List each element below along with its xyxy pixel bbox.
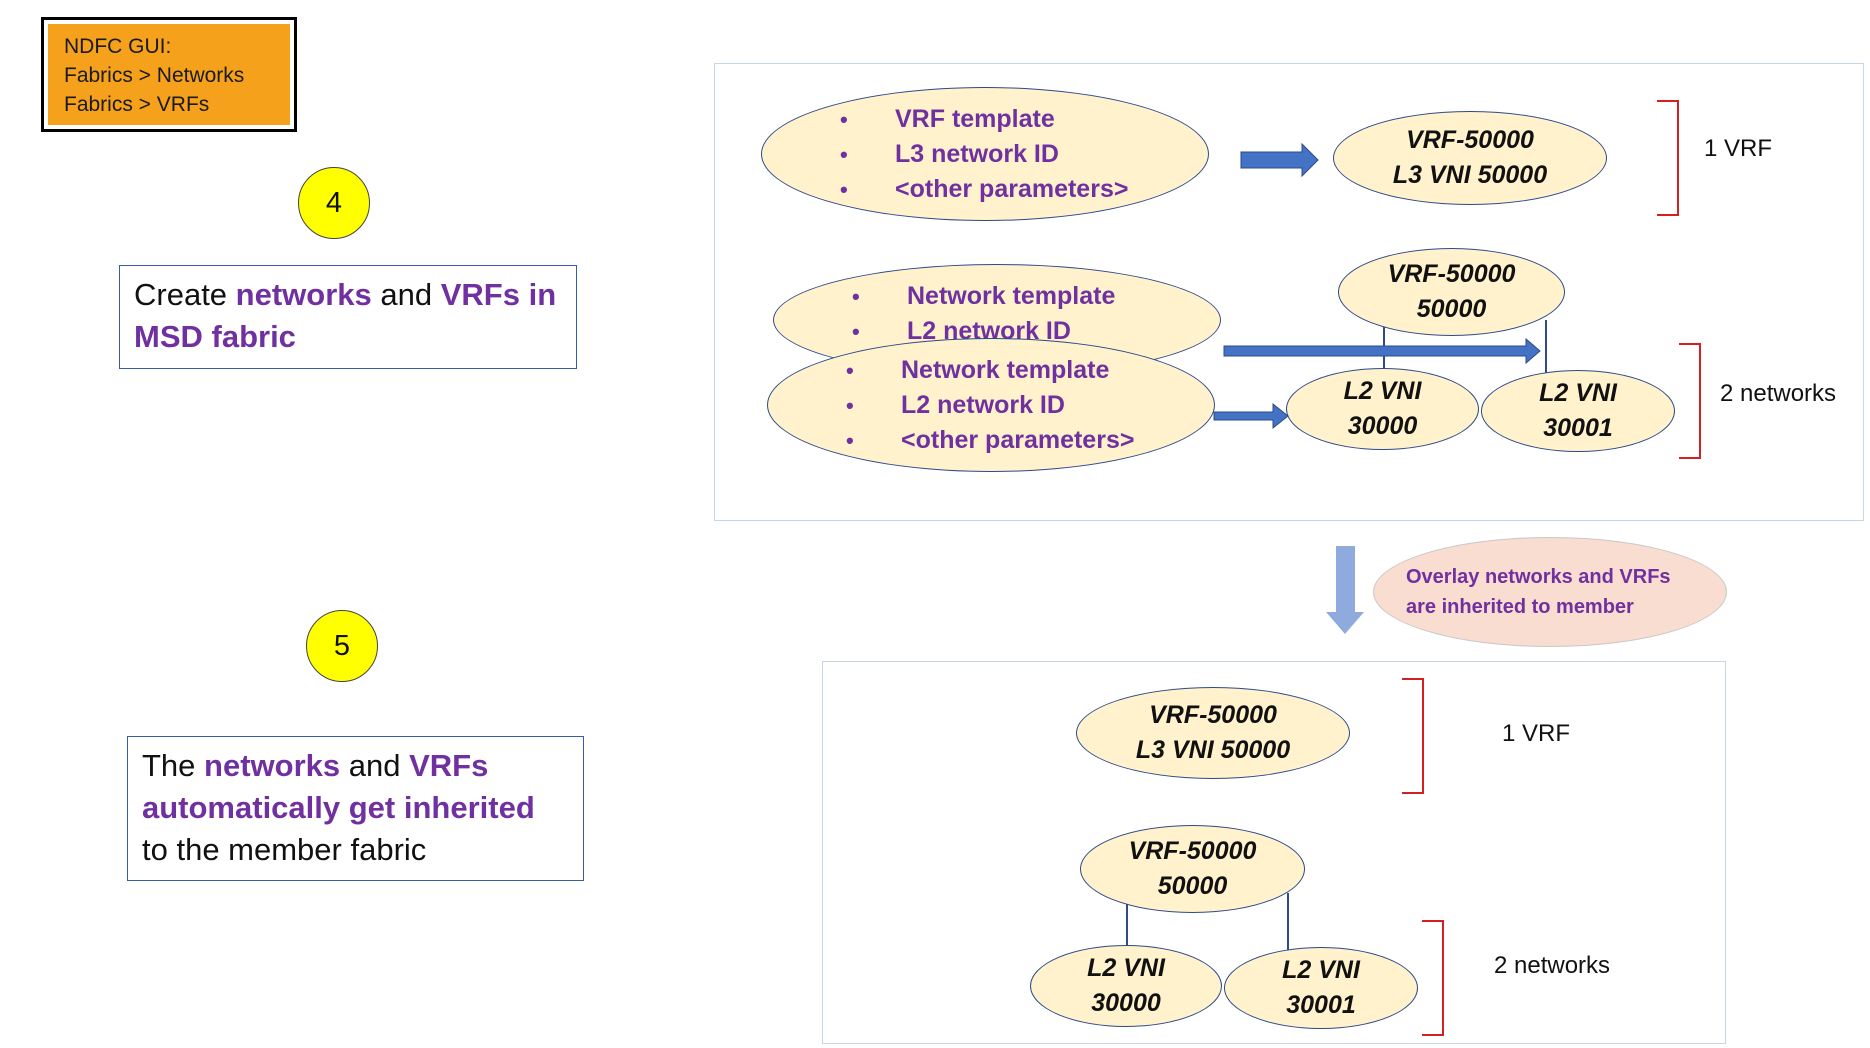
network-template-item: Network template <box>846 353 1134 388</box>
vrf-template-item: L3 network ID <box>840 137 1128 172</box>
vrf-template-item: <other parameters> <box>840 172 1128 207</box>
member-networks-bracket <box>1422 920 1444 1036</box>
step-4-text: and <box>371 277 441 312</box>
l2-vni-value: 30001 <box>1543 414 1613 442</box>
vrf-name: VRF-50000 <box>1387 260 1516 288</box>
vrf-count-label: 1 VRF <box>1704 135 1773 162</box>
member-l2-vni-30000-ellipse: L2 VNI 30000 <box>1030 945 1222 1027</box>
member-tree-connector-line <box>1126 900 1128 950</box>
vrf-name: VRF-50000 <box>1149 701 1277 729</box>
gui-path-line: Fabrics > VRFs <box>64 93 210 116</box>
network-template-item: L2 network ID <box>846 388 1134 423</box>
network-template-front-list: Network template L2 network ID <other pa… <box>846 353 1134 458</box>
step-5-highlight-networks: networks <box>204 748 341 783</box>
network-arrow-upper <box>1223 337 1541 365</box>
vrf-vni: 50000 <box>1157 872 1228 900</box>
gui-path-content: NDFC GUI: Fabrics > Networks Fabrics > V… <box>48 24 290 125</box>
gui-path-line: NDFC GUI: <box>64 35 172 58</box>
network-count-label: 2 networks <box>1720 380 1837 407</box>
inherit-down-arrow <box>1326 546 1364 634</box>
vrf-name: VRF-50000 <box>1128 837 1257 865</box>
l2-vni-label: L2 VNI <box>1282 956 1360 984</box>
vrf-template-ellipse: VRF template L3 network ID <other parame… <box>761 87 1209 221</box>
l2-vni-value: 30001 <box>1286 991 1356 1019</box>
l3-vni: L3 VNI 50000 <box>1392 161 1548 189</box>
l3-vni: L3 VNI 50000 <box>1135 736 1291 764</box>
network-template-item: <other parameters> <box>846 423 1134 458</box>
l2-vni-value: 30000 <box>1091 989 1161 1017</box>
vrf-template-list: VRF template L3 network ID <other parame… <box>840 102 1128 207</box>
network-arrow-lower <box>1213 402 1289 430</box>
vrf-vni: 50000 <box>1416 295 1487 323</box>
l2-vni-value: 30000 <box>1347 412 1418 440</box>
step-5-badge: 5 <box>306 610 378 682</box>
msd-vrf-parent-ellipse: VRF-50000 50000 <box>1338 248 1565 336</box>
step-4-description: Create networks and VRFs in MSD fabric <box>119 265 577 369</box>
member-vrf-l3vni-ellipse: VRF-50000 L3 VNI 50000 <box>1076 687 1350 779</box>
member-network-count-label: 2 networks <box>1494 952 1611 979</box>
step-4-highlight-vrfs: VRFs in MSD fabric <box>134 277 557 354</box>
step-5-text: to the member fabric <box>142 832 427 867</box>
tree-connector-line <box>1545 320 1547 373</box>
msd-l2-vni-30000-ellipse: L2 VNI 30000 <box>1286 368 1479 450</box>
vrf-bracket <box>1657 100 1679 216</box>
vrf-arrow <box>1240 142 1319 178</box>
vrf-name: VRF-50000 <box>1406 126 1534 154</box>
member-vrf-bracket <box>1402 678 1424 794</box>
member-l2-vni-30001-ellipse: L2 VNI 30001 <box>1224 947 1418 1029</box>
inheritance-note-line: Overlay networks and VRFs <box>1406 566 1671 588</box>
member-vrf-count-label: 1 VRF <box>1502 720 1571 747</box>
vrf-template-item: VRF template <box>840 102 1128 137</box>
step-5-text: The <box>142 748 205 783</box>
l2-vni-label: L2 VNI <box>1539 379 1617 407</box>
inheritance-note: Overlay networks and VRFs are inherited … <box>1373 537 1727 647</box>
member-tree-connector-line <box>1287 893 1289 950</box>
step-4-highlight-networks: networks <box>235 277 372 312</box>
step-4-text: Create <box>134 277 236 312</box>
msd-l2-vni-30001-ellipse: L2 VNI 30001 <box>1481 370 1675 452</box>
network-template-item: Network template <box>852 279 1115 314</box>
gui-path-line: Fabrics > Networks <box>64 64 245 87</box>
step-5-description: The networks and VRFs automatically get … <box>127 736 584 881</box>
member-vrf-parent-ellipse: VRF-50000 50000 <box>1080 825 1305 913</box>
networks-bracket <box>1679 343 1701 459</box>
step-5-highlight-vrfs: VRFs automatically get inherited <box>142 748 535 825</box>
step-4-badge: 4 <box>298 167 370 239</box>
gui-path-box: NDFC GUI: Fabrics > Networks Fabrics > V… <box>41 17 297 132</box>
step-5-text: and <box>340 748 410 783</box>
inheritance-note-line: are inherited to member <box>1406 596 1634 618</box>
l2-vni-label: L2 VNI <box>1087 954 1165 982</box>
l2-vni-label: L2 VNI <box>1343 377 1422 405</box>
network-template-ellipse-front: Network template L2 network ID <other pa… <box>767 338 1215 472</box>
msd-vrf-l3vni-ellipse: VRF-50000 L3 VNI 50000 <box>1333 111 1607 205</box>
